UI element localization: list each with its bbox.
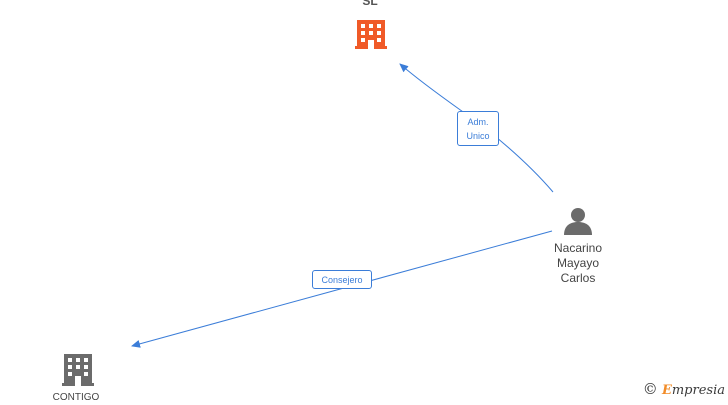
top-company-name[interactable]: SL [362, 0, 378, 8]
building-icon-top-company[interactable] [355, 20, 387, 49]
brand-initial: E [661, 383, 672, 398]
person-name-line3: Carlos [560, 271, 596, 285]
brand-name: mpresia [671, 383, 725, 398]
edge-label-consejero: Consejero [312, 270, 372, 289]
edge-label-adm-unico-line1: Adm. [467, 117, 489, 127]
building-icon-bottom-company[interactable] [62, 354, 94, 386]
copyright-symbol: © [642, 380, 658, 398]
brand-logo: © Empresia [643, 380, 725, 398]
person-name[interactable]: Nacarino Mayayo Carlos [538, 241, 618, 286]
person-icon[interactable] [564, 208, 592, 235]
bottom-company-name[interactable]: CONTIGO [52, 392, 100, 403]
edge-label-adm-unico-line2: Unico [466, 131, 490, 141]
edge-label-adm-unico: Adm. Unico [457, 111, 499, 146]
person-name-line1: Nacarino [553, 241, 603, 255]
person-name-line2: Mayayo [556, 256, 600, 270]
